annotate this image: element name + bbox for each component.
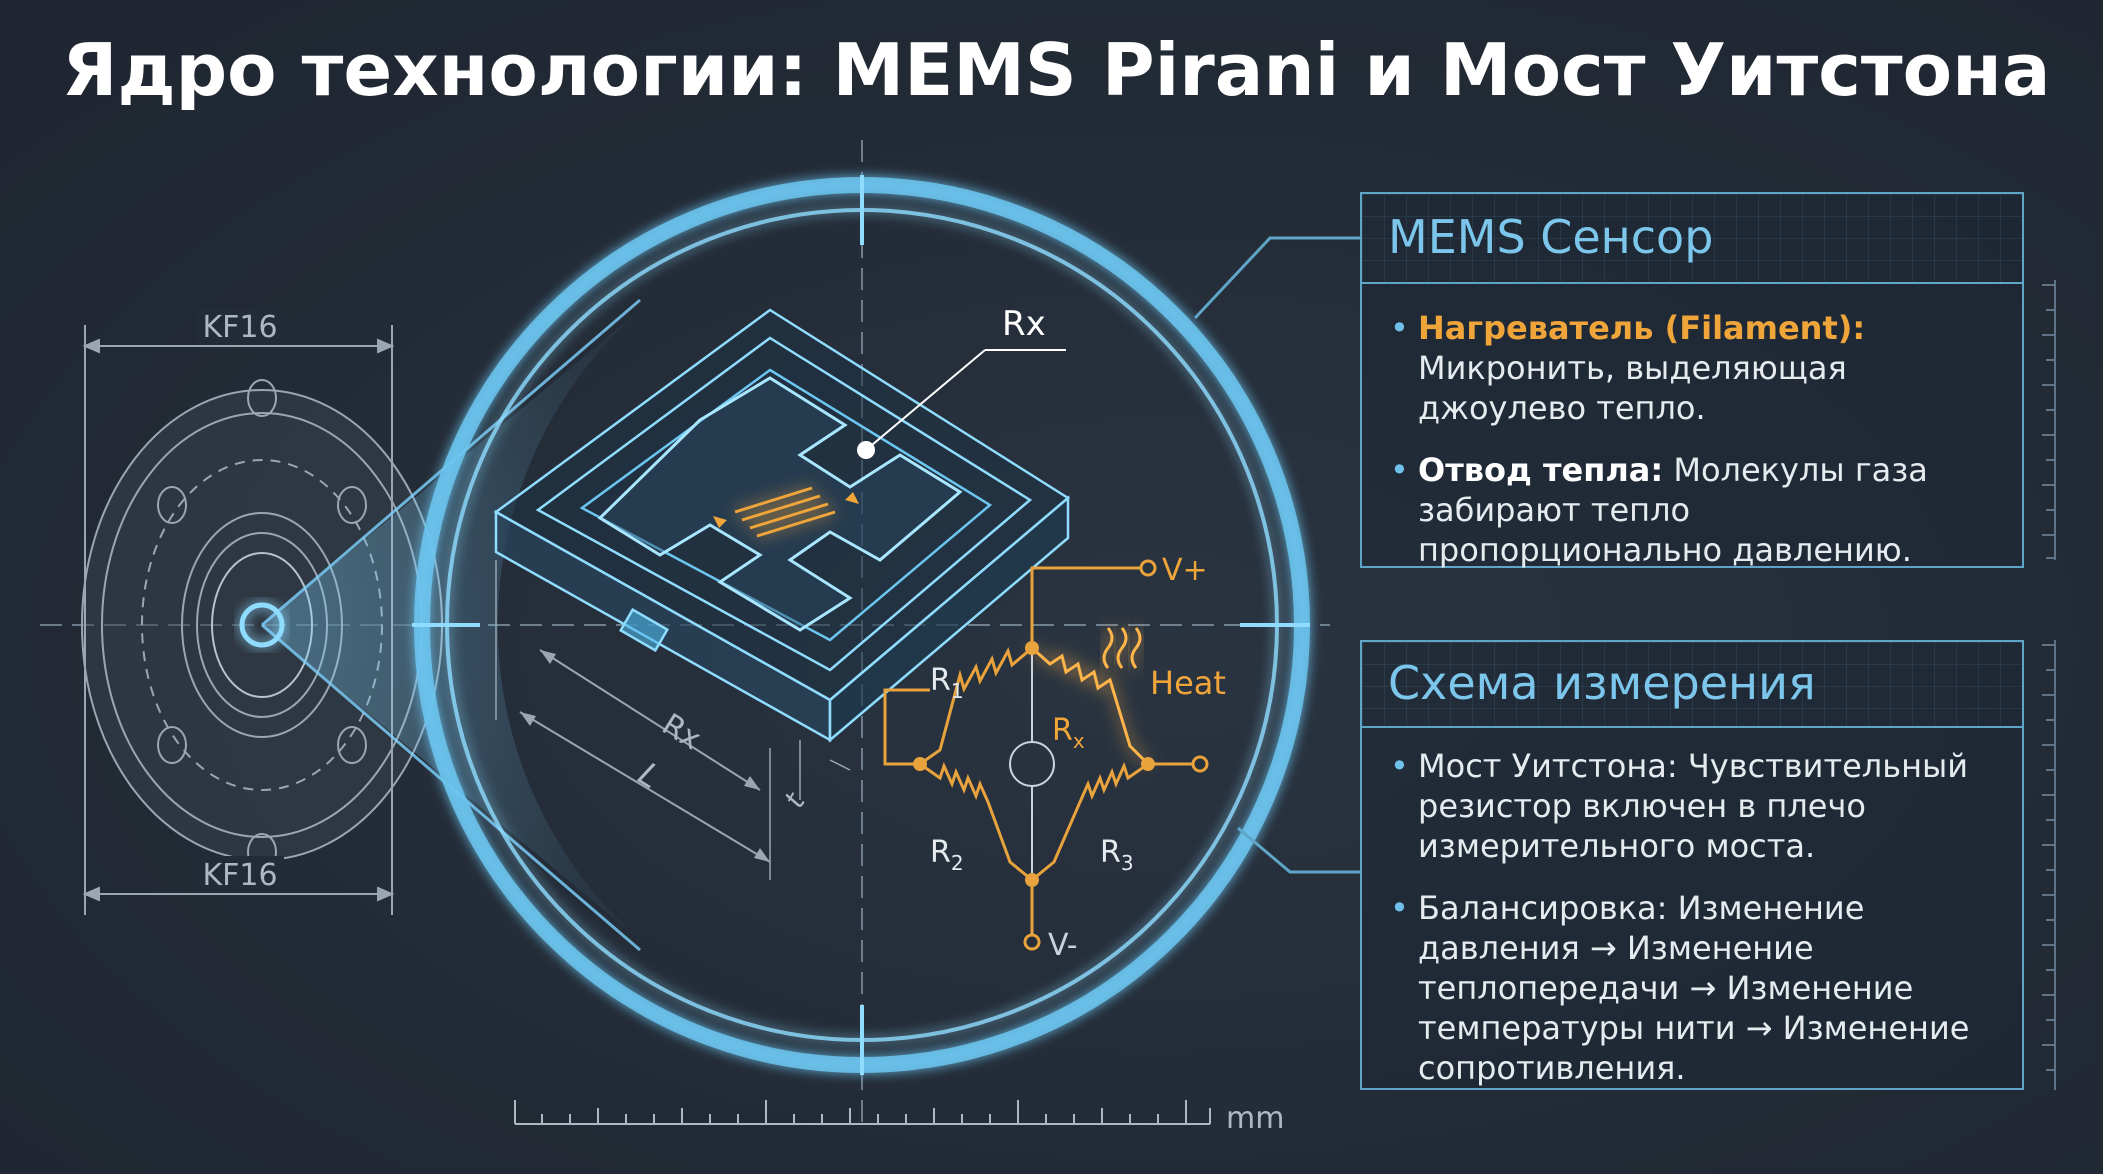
r1-label: R1 [930,663,964,703]
scale-unit: mm [1226,1101,1284,1136]
scale-ruler [514,1100,1211,1125]
flange-label-bottom: KF16 [202,858,277,893]
bullet-term: Нагреватель (Filament): [1418,309,1866,347]
mems-sensor-panel-header: MEMS Сенсор [1362,194,2022,284]
connector-sensor [1193,236,1360,320]
r2-label: R2 [930,835,964,875]
list-item: •Балансировка: Изменение давления → Изме… [1386,888,2004,1088]
focus-point [239,602,285,648]
bolt-hole [337,726,367,764]
v-minus-label: V- [1048,928,1078,963]
measurement-circuit-bullets: •Мост Уитстона: Чувствительный резистор … [1386,746,2004,1110]
rx-bridge-label: Rx [1052,713,1085,753]
bullet-icon: • [1390,889,1409,927]
measurement-circuit-panel: Схема измерения •Мост Уитстона: Чувствит… [1360,640,2024,1090]
bolt-hole [157,486,187,524]
measurement-circuit-panel-header: Схема измерения [1362,642,2022,728]
mems-sensor-bullets: •Нагреватель (Filament): Микронить, выде… [1386,308,2004,592]
heat-label: Heat [1150,664,1226,702]
length-dimension-label: L [632,755,667,797]
list-item: •Отвод тепла: Молекулы газа забирают теп… [1386,450,2004,570]
r3-label: R3 [1100,835,1134,875]
resistor-r3 [1031,761,1149,882]
bullet-term: Отвод тепла: [1418,451,1664,489]
bullet-text: Микронить, выделяющая джоулево тепло. [1418,349,1847,427]
mems-chip [493,308,1071,880]
measurement-circuit-panel-title: Схема измерения [1388,656,1816,710]
page-title: Ядро технологии: MEMS Pirani и Мост Уитс… [62,28,2051,112]
mems-sensor-panel: MEMS Сенсор •Нагреватель (Filament): Мик… [1360,192,2024,569]
bullet-text: Молекулы газа забирают тепло пропорциона… [1418,451,1928,569]
resistor-r1 [919,646,1033,766]
galvanometer [1009,741,1055,787]
bullet-icon: • [1390,747,1409,785]
bullet-text: Балансировка: Изменение давления → Измен… [1418,889,1970,1087]
resistor-rx [1031,646,1150,766]
flange-label-top: KF16 [202,310,277,345]
rx-pointer-label: Rx [1002,304,1046,344]
list-item: •Мост Уитстона: Чувствительный резистор … [1386,746,2004,866]
thickness-label: t [777,787,812,814]
mems-sensor-panel-title: MEMS Сенсор [1388,210,1714,264]
v-plus-label: V+ [1162,553,1208,588]
rx-dimension-label: Rx [656,707,707,757]
connector-circuit [1237,826,1360,874]
bolt-hole [247,379,277,417]
list-item: •Нагреватель (Filament): Микронить, выде… [1386,308,2004,428]
bullet-text: Мост Уитстона: Чувствительный резистор в… [1418,747,1969,865]
side-ruler [2042,280,2056,1090]
bullet-icon: • [1390,451,1409,489]
wheatstone-bridge [883,559,1209,951]
bolt-hole [157,726,187,764]
bolt-hole [337,486,367,524]
resistor-r2 [919,761,1033,882]
bullet-icon: • [1390,309,1409,347]
